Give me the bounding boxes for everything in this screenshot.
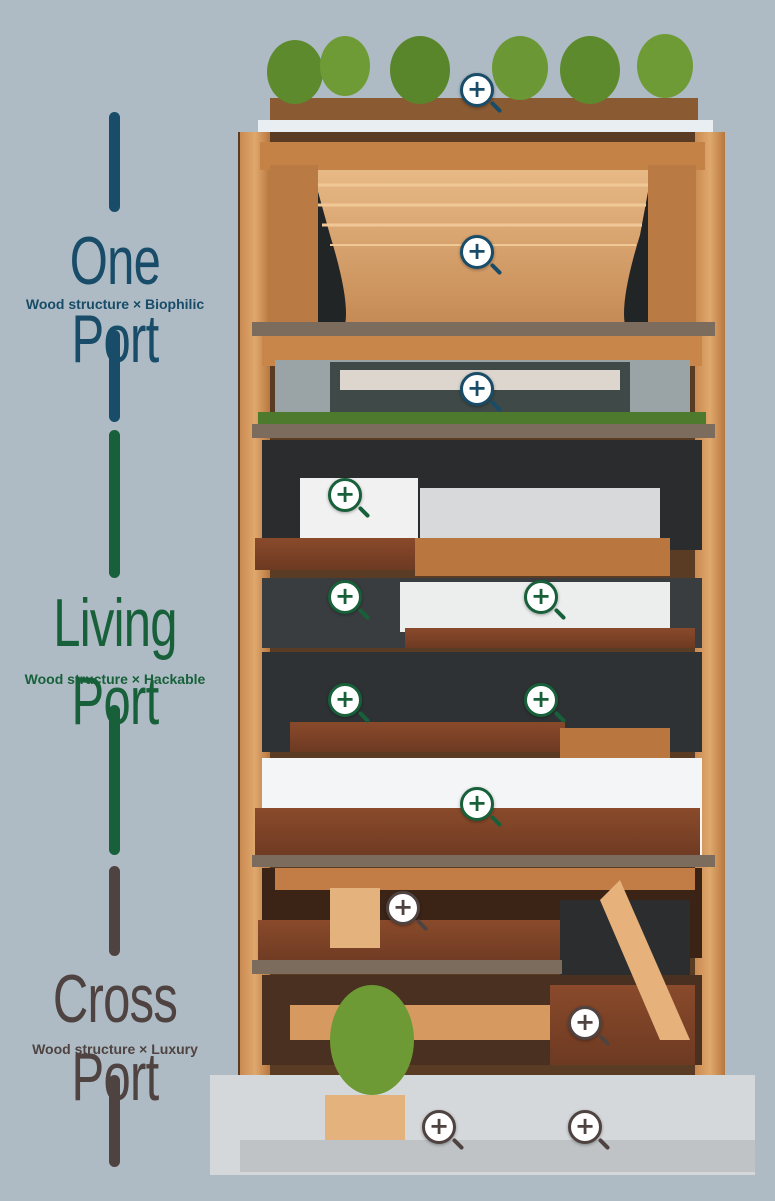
one-port-subtitle: Wood structure × Biophilic (25, 296, 205, 312)
magnifier-plus-icon: + (334, 480, 356, 508)
zoom-rooftop-button[interactable]: + (460, 73, 494, 107)
zoom-living-office-button[interactable]: + (460, 787, 494, 821)
magnifier-plus-icon: + (466, 789, 488, 817)
cross-port-bar-top (109, 866, 120, 956)
zoom-cross-lounge-button[interactable]: + (568, 1006, 602, 1040)
zoom-cross-entrance-button[interactable]: + (422, 1110, 456, 1144)
cross-port-subtitle: Wood structure × Luxury (32, 1041, 198, 1057)
zoom-living-workshop-button[interactable]: + (328, 683, 362, 717)
magnifier-plus-icon: + (574, 1112, 596, 1140)
magnifier-plus-icon: + (466, 237, 488, 265)
magnifier-plus-icon: + (466, 374, 488, 402)
zoom-living-kitchen-button[interactable]: + (328, 478, 362, 512)
magnifier-plus-icon: + (530, 582, 552, 610)
living-port-floors (252, 440, 715, 867)
zoom-one-terrace-button[interactable]: + (460, 372, 494, 406)
living-port-subtitle: Wood structure × Hackable (24, 671, 206, 687)
one-port-bar-top (109, 112, 120, 212)
magnifier-plus-icon: + (334, 685, 356, 713)
zoom-cross-lobby-button[interactable]: + (568, 1110, 602, 1144)
magnifier-plus-icon: + (334, 582, 356, 610)
cross-port-bar-bottom (109, 1075, 120, 1167)
living-port-bar-top (109, 430, 120, 578)
magnifier-plus-icon: + (466, 75, 488, 103)
cross-port-floors (210, 868, 755, 1175)
living-port-bar-bottom (109, 705, 120, 855)
zoom-living-meeting-button[interactable]: + (524, 580, 558, 614)
magnifier-plus-icon: + (392, 893, 414, 921)
zoom-cross-cafe-button[interactable]: + (386, 891, 420, 925)
zoom-living-lab-button[interactable]: + (524, 683, 558, 717)
rooftop-garden (258, 34, 713, 134)
magnifier-plus-icon: + (428, 1112, 450, 1140)
magnifier-plus-icon: + (530, 685, 552, 713)
zoom-living-lounge-button[interactable]: + (328, 580, 362, 614)
one-port-bar-bottom (109, 330, 120, 422)
zoom-one-hall-button[interactable]: + (460, 235, 494, 269)
magnifier-plus-icon: + (574, 1008, 596, 1036)
